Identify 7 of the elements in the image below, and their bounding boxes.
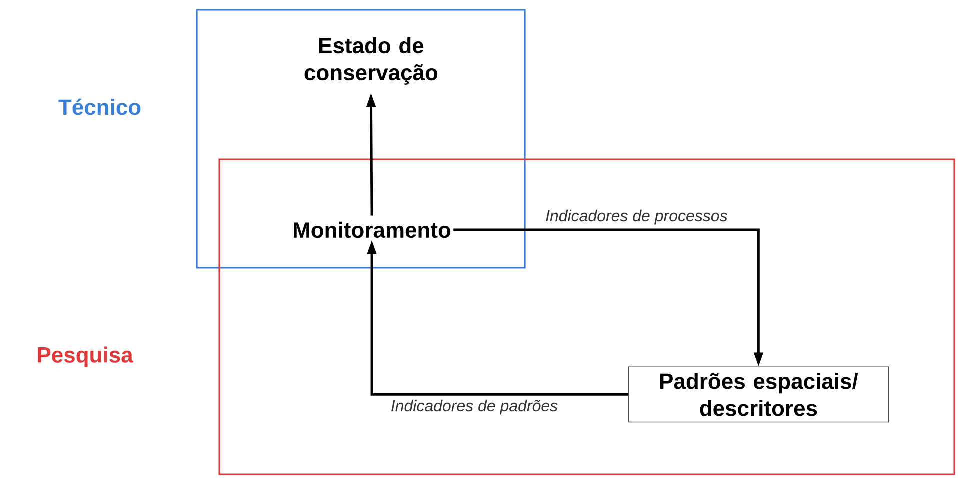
node-text: Monitoramento	[290, 220, 454, 240]
node-text: Estado de conservação	[299, 35, 444, 87]
process-box: Padrões espaciais/ descritores	[628, 366, 890, 423]
node-label: Pesquisa	[38, 346, 134, 368]
edge-label: Indicadores de padrões	[390, 398, 560, 416]
edge-label: Indicadores de processos	[544, 208, 729, 226]
node-label: Técnico	[58, 98, 141, 116]
